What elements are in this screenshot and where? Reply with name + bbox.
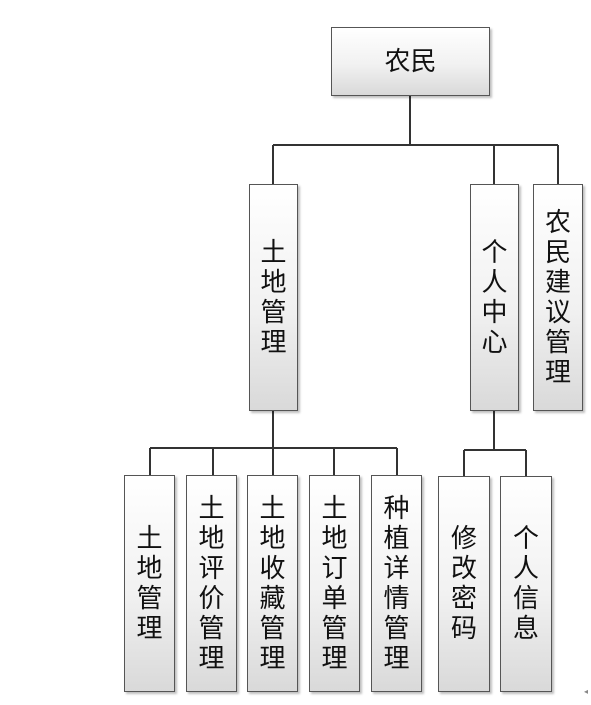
node-land-orders-label: 土地订单管理 — [321, 493, 348, 674]
connector-root — [272, 96, 559, 184]
connector-land — [149, 411, 398, 475]
node-personal-center: 个人中心 — [470, 184, 519, 411]
node-land-sub-management-label: 土地管理 — [136, 523, 163, 644]
node-personal-center-label: 个人中心 — [481, 237, 508, 358]
node-planting-details: 种植详情管理 — [371, 475, 422, 692]
node-personal-info: 个人信息 — [500, 476, 552, 692]
node-farmer-suggestion-label: 农民建议管理 — [545, 207, 572, 388]
node-land-management-label: 土地管理 — [260, 237, 287, 358]
node-land-favorites: 土地收藏管理 — [247, 475, 298, 692]
node-land-orders: 土地订单管理 — [309, 475, 360, 692]
node-farmer-suggestion: 农民建议管理 — [533, 184, 583, 411]
node-land-sub-management: 土地管理 — [124, 475, 175, 692]
node-personal-info-label: 个人信息 — [513, 524, 540, 644]
node-land-management: 土地管理 — [249, 184, 298, 411]
node-root-label: 农民 — [384, 46, 437, 77]
node-land-evaluation-label: 土地评价管理 — [198, 493, 225, 674]
corner-arrow-icon: ◂ — [584, 687, 589, 696]
connector-personal — [463, 411, 527, 476]
node-root: 农民 — [331, 27, 490, 96]
node-land-evaluation: 土地评价管理 — [186, 475, 237, 692]
node-change-password: 修改密码 — [438, 476, 490, 692]
node-planting-details-label: 种植详情管理 — [383, 493, 410, 674]
node-land-favorites-label: 土地收藏管理 — [259, 493, 286, 674]
node-change-password-label: 修改密码 — [451, 524, 478, 644]
